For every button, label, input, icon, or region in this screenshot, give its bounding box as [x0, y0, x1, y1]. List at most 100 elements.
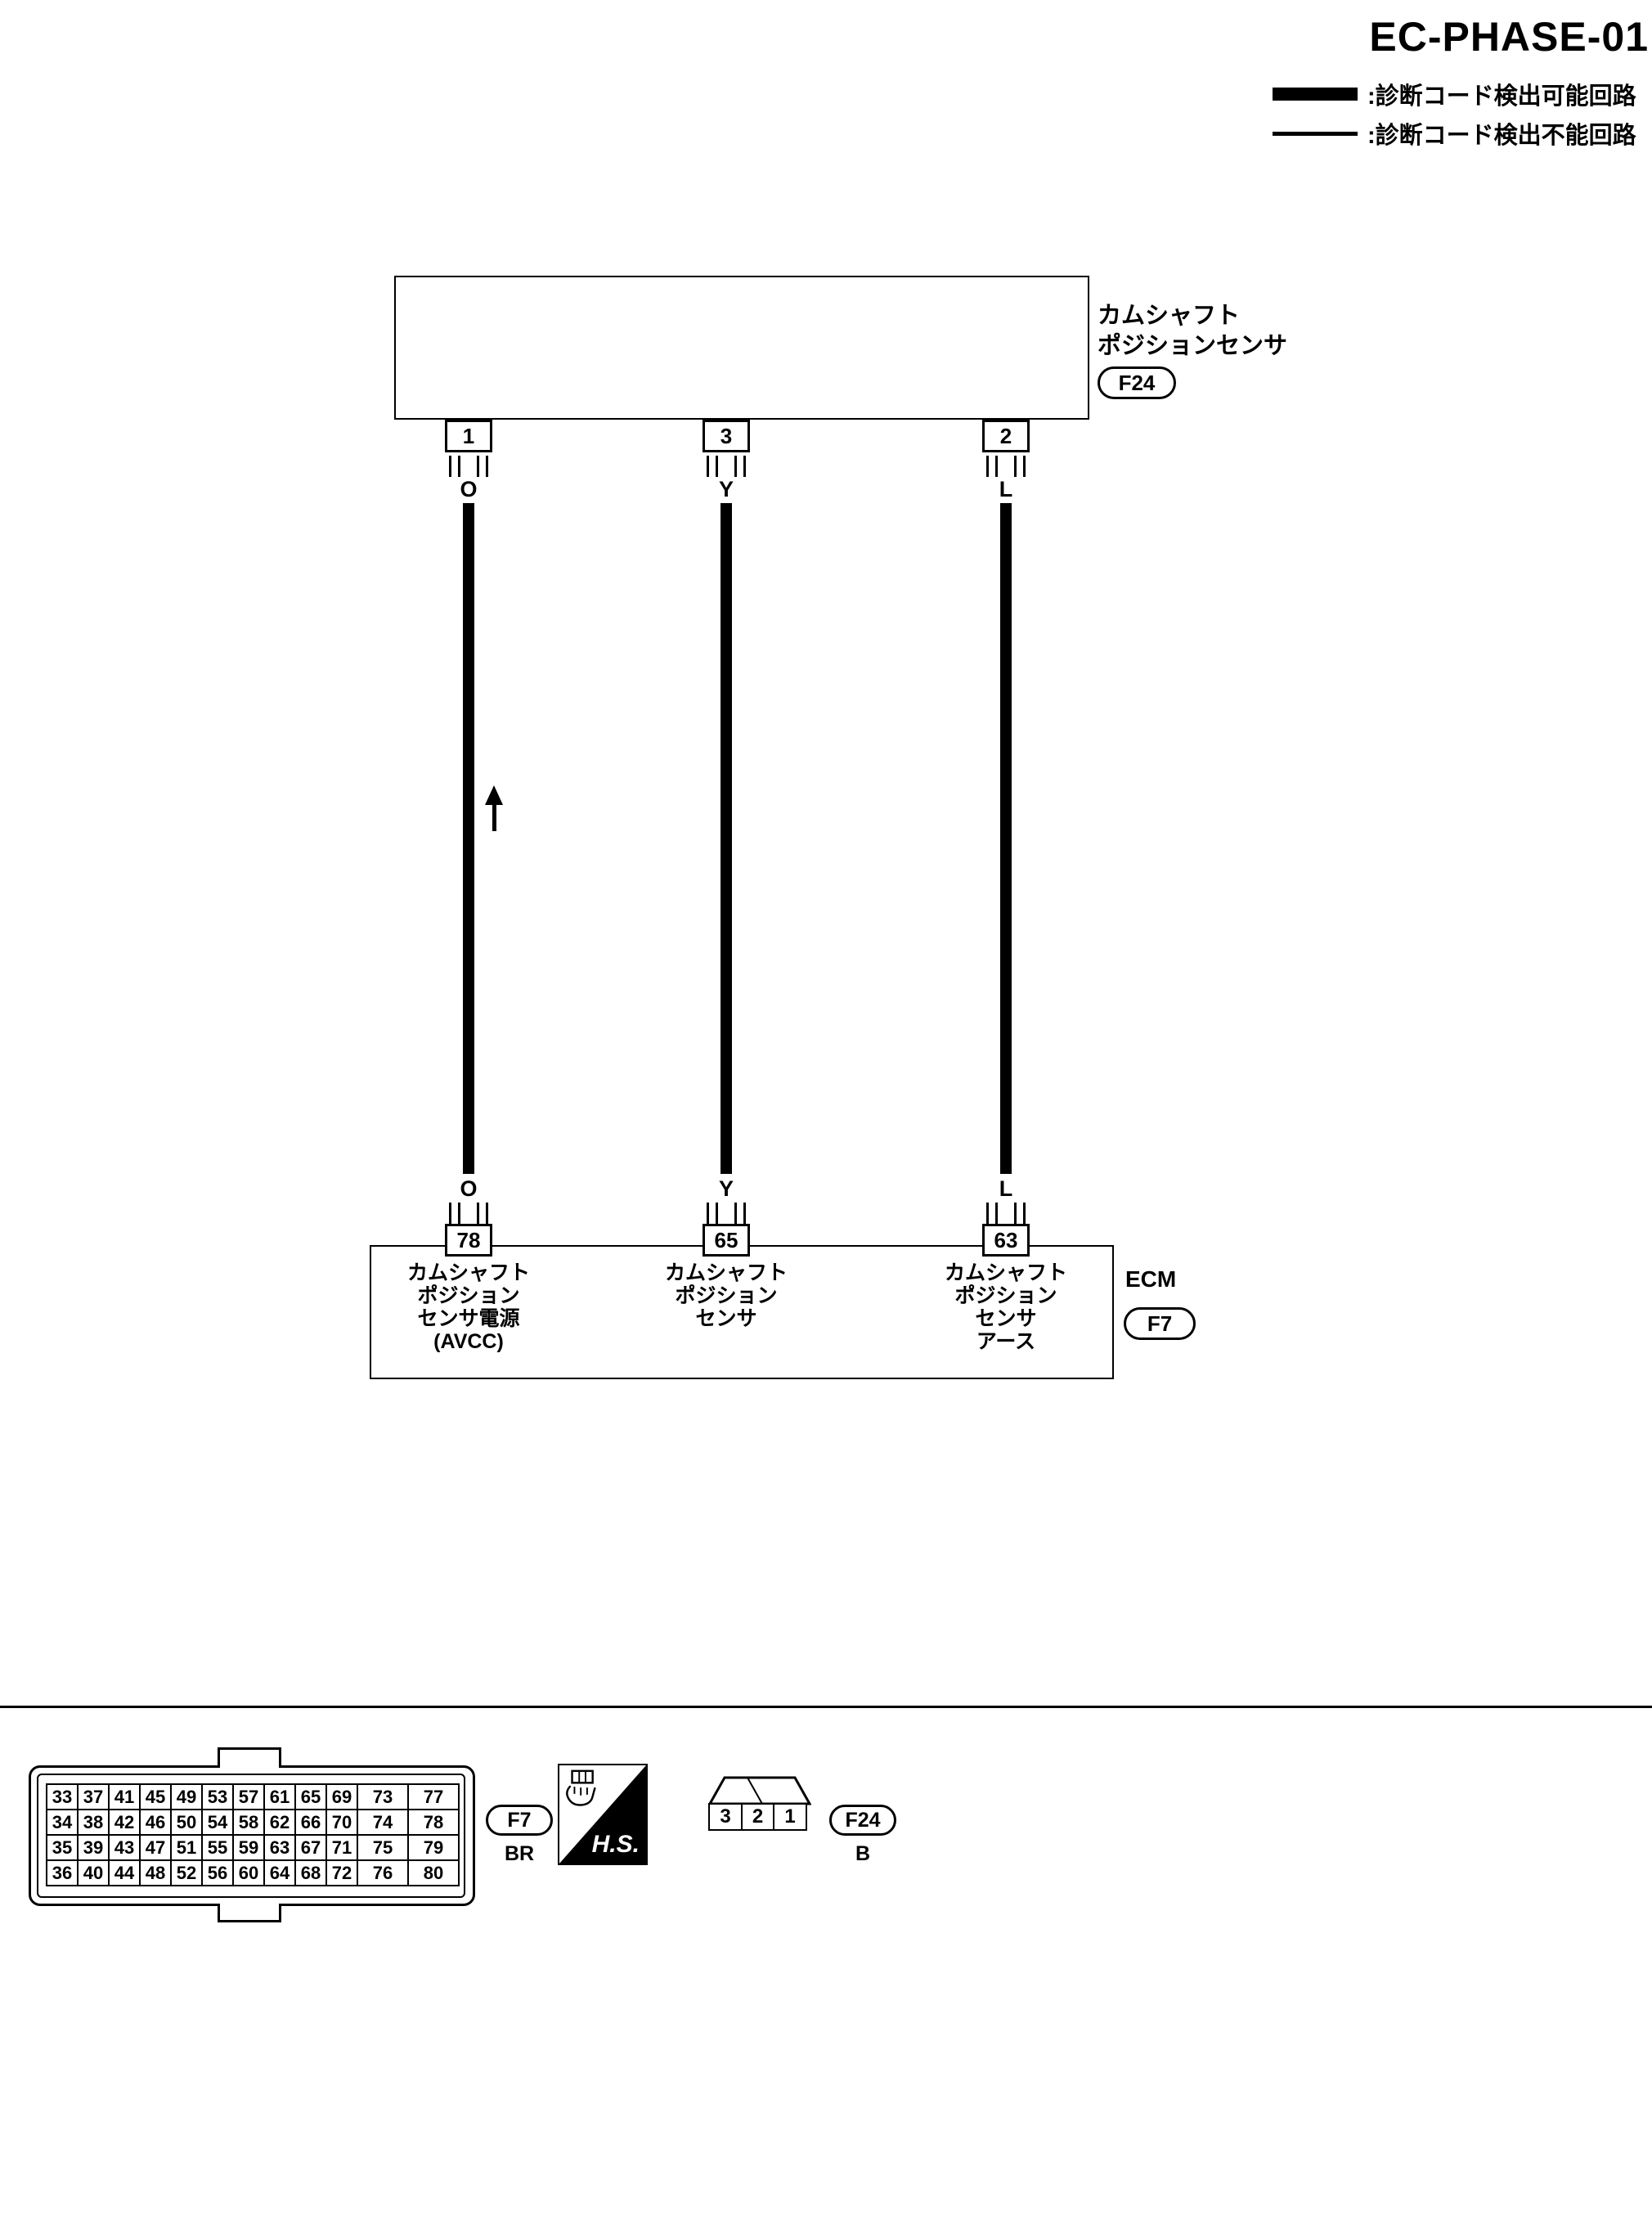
hand-holding-connector-icon: [566, 1769, 596, 1806]
sensor-pin-box: 3: [703, 420, 750, 452]
pin-cell: 59: [232, 1834, 265, 1861]
bracket-outer-line: [986, 456, 1026, 477]
ecm-pin-box: 63: [982, 1224, 1030, 1257]
connector-latch-bottom: [218, 1904, 281, 1922]
connector-bracket: [707, 1203, 746, 1224]
wire-color-label: Y: [718, 1176, 734, 1201]
pin-cell: 37: [77, 1783, 110, 1810]
pin-cell: 76: [357, 1859, 409, 1886]
ecm-pin-function-ground: カムシャフト ポジション センサ アース: [908, 1261, 1104, 1353]
diagram-title: EC-PHASE-01: [1369, 14, 1649, 60]
pin-cell: 62: [263, 1809, 296, 1836]
sensor-pin-box: 1: [445, 420, 492, 452]
sensor-name-label: カムシャフト ポジションセンサ: [1098, 301, 1287, 362]
function-line: センサ: [695, 1307, 757, 1330]
bracket-inner-line: [995, 1203, 1017, 1224]
function-line: カムシャフト: [664, 1261, 788, 1284]
ecm-label: ECM: [1125, 1266, 1177, 1292]
bracket-inner-line: [716, 1203, 737, 1224]
ecm-pin-box: 78: [445, 1224, 492, 1257]
connector-bracket: [986, 456, 1026, 477]
ecm-connector-badge: F7: [1124, 1307, 1196, 1340]
wire-color-label: Y: [718, 477, 734, 501]
pin-cell: 47: [139, 1834, 172, 1861]
function-line: センサ電源: [417, 1307, 520, 1330]
pin-cell: 78: [407, 1809, 460, 1836]
pin-cell: 40: [77, 1859, 110, 1886]
ecm-pin-function-sensor: カムシャフト ポジション センサ: [628, 1261, 824, 1330]
pin-cell: 2: [740, 1803, 775, 1831]
sensor-name-line2: ポジションセンサ: [1098, 333, 1288, 359]
bracket-inner-line: [458, 456, 479, 477]
wire-color-label: L: [999, 1176, 1013, 1201]
hs-label: H.S.: [591, 1831, 640, 1858]
legend-label-undetectable: :診断コード検出不能回路: [1367, 123, 1636, 149]
pin-cell: 72: [325, 1859, 358, 1886]
ecm-box: [370, 1245, 1114, 1379]
pin-cell: 68: [294, 1859, 327, 1886]
pin-cell: 54: [201, 1809, 234, 1836]
connector-latch-top: [218, 1747, 281, 1768]
wire-signal: [721, 503, 732, 1174]
pin-cell: 67: [294, 1834, 327, 1861]
thin-line-swatch: [1273, 131, 1358, 136]
pin-cell: 48: [139, 1859, 172, 1886]
pin-cell: 77: [407, 1783, 460, 1810]
function-line: センサ: [975, 1307, 1037, 1330]
pin-cell: 64: [263, 1859, 296, 1886]
sensor-connector-id-badge: F24: [829, 1805, 896, 1836]
sensor-name-line1: カムシャフト: [1098, 303, 1241, 329]
function-line: カムシャフト: [944, 1261, 1067, 1284]
bracket-outer-line: [449, 1203, 488, 1224]
ecm-pin-box: 65: [703, 1224, 750, 1257]
wire-color-label: L: [999, 477, 1013, 501]
pin-cell: 66: [294, 1809, 327, 1836]
pin-cell: 41: [108, 1783, 141, 1810]
camshaft-position-sensor-box: [394, 276, 1089, 420]
pin-cell: 61: [263, 1783, 296, 1810]
pin-cell: 74: [357, 1809, 409, 1836]
function-line: ポジション: [417, 1284, 520, 1307]
function-line: アース: [976, 1330, 1036, 1353]
legend-row-detectable: :診断コード検出可能回路: [1273, 80, 1636, 110]
pin-cell: 52: [170, 1859, 203, 1886]
connector-bracket: [449, 1203, 488, 1224]
thick-line-swatch: [1273, 88, 1358, 101]
pin-cell: 38: [77, 1809, 110, 1836]
ecm-pin-function-avcc: カムシャフト ポジション センサ電源 (AVCC): [370, 1261, 567, 1353]
pin-cell: 80: [407, 1859, 460, 1886]
pin-cell: 69: [325, 1783, 358, 1810]
sensor-connector-outline: [708, 1776, 811, 1805]
function-line: (AVCC): [433, 1330, 504, 1353]
pin-cell: 45: [139, 1783, 172, 1810]
pin-cell: 56: [201, 1859, 234, 1886]
pin-cell: 35: [46, 1834, 79, 1861]
ecm-connector-color: BR: [504, 1842, 535, 1865]
pin-cell: 55: [201, 1834, 234, 1861]
harness-side-logo: H.S.: [558, 1764, 648, 1865]
bracket-inner-line: [995, 456, 1017, 477]
legend-label-detectable: :診断コード検出可能回路: [1367, 83, 1636, 110]
connector-bracket: [707, 456, 746, 477]
function-line: ポジション: [954, 1284, 1057, 1307]
pin-cell: 33: [46, 1783, 79, 1810]
pin-cell: 36: [46, 1859, 79, 1886]
bracket-inner-line: [458, 1203, 479, 1224]
bracket-outer-line: [986, 1203, 1026, 1224]
flow-arrow-stem: [492, 803, 496, 831]
pin-cell: 75: [357, 1834, 409, 1861]
flow-arrow-icon: [485, 785, 503, 805]
pin-cell: 44: [108, 1859, 141, 1886]
pin-cell: 51: [170, 1834, 203, 1861]
pin-cell: 65: [294, 1783, 327, 1810]
pin-cell: 50: [170, 1809, 203, 1836]
bracket-outer-line: [449, 456, 488, 477]
bracket-inner-line: [716, 456, 737, 477]
pin-cell: 60: [232, 1859, 265, 1886]
pin-cell: 42: [108, 1809, 141, 1836]
pin-cell: 73: [357, 1783, 409, 1810]
connector-bracket: [449, 456, 488, 477]
pin-cell: 49: [170, 1783, 203, 1810]
